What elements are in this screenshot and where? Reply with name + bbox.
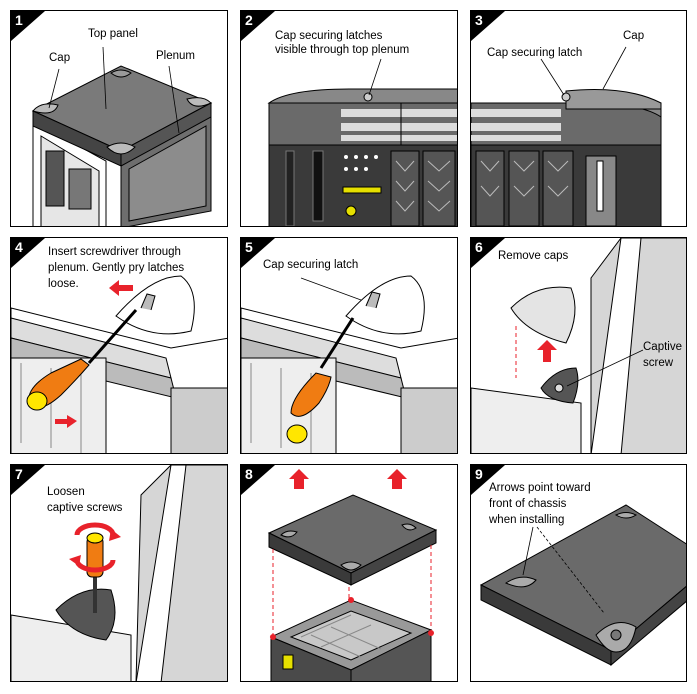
step-2-illustration — [267, 58, 457, 226]
step-1-panel: 1 Top panel Cap Plenum — [10, 10, 228, 227]
label-top-panel: Top panel — [88, 28, 138, 40]
step-number-badge: 3 — [471, 11, 505, 41]
label-cap-securing-latch: Cap securing latch — [487, 47, 583, 59]
step-number-badge: 4 — [11, 238, 45, 268]
label-captive-line2: screw — [643, 357, 674, 369]
step-7-illustration — [11, 465, 227, 681]
step-5-illustration — [241, 275, 457, 453]
step-4-panel: 4 Insert screwdriver through plenum. Gen… — [10, 237, 228, 454]
step-9-illustration — [479, 504, 686, 667]
instruction-line1: Loosen — [47, 486, 85, 498]
step-8-illustration — [267, 469, 438, 681]
step-3-panel: 3 Cap securing latch Cap — [470, 10, 687, 227]
step-number-badge: 7 — [11, 465, 45, 495]
label-cap-securing-latch: Cap securing latch — [263, 259, 359, 271]
label-latches-line2: visible through top plenum — [275, 44, 410, 56]
step-1-illustration — [31, 46, 213, 226]
step-5-panel: 5 Cap securing latch — [240, 237, 458, 454]
label-latches-line1: Cap securing latches — [275, 30, 383, 42]
step-number-badge: 8 — [241, 465, 275, 495]
step-7-panel: 7 Loosen captive screws — [10, 464, 228, 682]
instruction-line3: loose. — [48, 278, 79, 290]
step-8-panel: 8 — [240, 464, 458, 682]
instruction-line3: when installing — [489, 514, 565, 526]
step-number-badge: 5 — [241, 238, 275, 268]
step-number-badge: 6 — [471, 238, 505, 268]
step-number-badge: 1 — [11, 11, 45, 41]
label-remove-caps: Remove caps — [498, 250, 569, 262]
label-cap: Cap — [623, 30, 645, 42]
step-3-illustration — [471, 46, 662, 226]
instruction-line1: Arrows point toward — [489, 482, 591, 494]
step-6-illustration — [471, 238, 686, 453]
step-number-badge: 2 — [241, 11, 275, 41]
label-cap: Cap — [49, 52, 71, 64]
instruction-line1: Insert screwdriver through — [48, 246, 181, 258]
label-captive-line1: Captive — [643, 341, 682, 353]
step-6-panel: 6 Remove caps Captive screw — [470, 237, 687, 454]
step-2-panel: 2 Cap securing latches visible through t… — [240, 10, 458, 227]
step-4-illustration — [11, 275, 227, 453]
instruction-line2: front of chassis — [489, 498, 567, 510]
step-number-badge: 9 — [471, 465, 505, 495]
instruction-line2: captive screws — [47, 502, 123, 514]
label-plenum: Plenum — [156, 50, 195, 62]
step-9-panel: 9 Arrows point toward front of chassis w… — [470, 464, 687, 682]
instruction-line2: plenum. Gently pry latches — [48, 262, 185, 274]
